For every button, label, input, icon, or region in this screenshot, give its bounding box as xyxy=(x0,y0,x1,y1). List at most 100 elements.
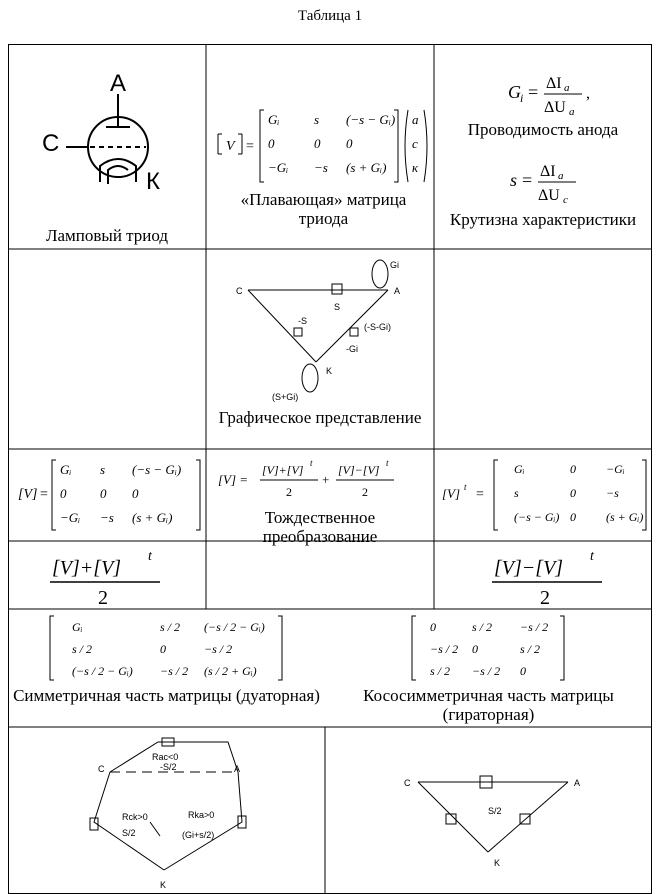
matrix-cell: 0 xyxy=(314,136,321,151)
vector-cell: a xyxy=(412,112,419,127)
graph-node-a: A xyxy=(394,286,400,296)
symmetric-caption: Симметричная часть матрицы (дуаторная) xyxy=(13,686,320,705)
cathode-label: К xyxy=(146,168,160,195)
svg-text:[V]: [V] xyxy=(442,486,460,501)
matrix-cell: (s / 2 + Gᵢ) xyxy=(204,664,257,678)
matrix-cell: −s / 2 xyxy=(430,642,459,656)
matrix-cell: 0 xyxy=(268,136,275,151)
matrix-cell: −Gᵢ xyxy=(268,160,289,175)
graph-label-s: S xyxy=(334,302,340,312)
triode-caption: Ламповый триод xyxy=(45,226,169,245)
identity-formula: [V] = [V]+[V]t 2 + [V]−[V]t 2 xyxy=(218,458,394,499)
matrix-cell: s / 2 xyxy=(430,664,451,678)
svg-text:S/2: S/2 xyxy=(122,828,136,838)
graph-label-minus-s-gi: (-S-Gi) xyxy=(364,322,391,332)
graph-label-gi: Gi xyxy=(390,260,399,270)
table-1: А С К Ламповый триод V = Gᵢ s (−s − Gᵢ) 0 0 0… xyxy=(8,44,652,894)
matrix-cell: −Gᵢ xyxy=(606,462,625,476)
svg-text:[V]−[V]: [V]−[V] xyxy=(494,557,563,579)
matrix-cell: −s xyxy=(100,510,114,525)
svg-text:[V]+[V]: [V]+[V] xyxy=(52,557,121,579)
svg-text:=: = xyxy=(40,487,48,502)
matrix-cell: −s xyxy=(314,160,328,175)
conductance-caption: Проводимость анода xyxy=(467,120,619,139)
matrix-cell: Gᵢ xyxy=(268,112,280,127)
symmetric-matrix: Gᵢ s / 2 (−s / 2 − Gᵢ) s / 2 0 −s / 2 (−s / 2 … xyxy=(48,614,288,684)
matrix-cell: (−s / 2 − Gᵢ) xyxy=(72,664,133,678)
matrix-cell: s / 2 xyxy=(160,620,181,634)
gyrator-graph: C A K S/2 xyxy=(404,775,580,868)
matrix-cell: 0 xyxy=(60,486,67,501)
svg-text:+: + xyxy=(322,472,329,487)
svg-text:i: i xyxy=(520,91,523,105)
graph-label-minus-gi: -Gi xyxy=(346,344,358,354)
svg-text:[V]−[V]: [V]−[V] xyxy=(338,463,380,477)
graph-caption: Графическое представление xyxy=(218,408,422,427)
svg-text:V: V xyxy=(226,139,236,154)
svg-text:t: t xyxy=(386,458,389,468)
matrix-cell: −s / 2 xyxy=(472,664,501,678)
svg-text:a: a xyxy=(564,82,570,94)
matrix-cell: s / 2 xyxy=(72,642,93,656)
matrix-cell: 0 xyxy=(430,620,436,634)
matrix-cell: 0 xyxy=(160,642,166,656)
svg-text:K: K xyxy=(160,880,166,890)
matrix-cell: (−s − Gᵢ) xyxy=(346,112,396,127)
svg-text:A: A xyxy=(234,764,240,774)
svg-text:=: = xyxy=(528,82,538,102)
grid-label: С xyxy=(42,130,60,157)
anode-label: А xyxy=(110,70,127,97)
svg-text:C: C xyxy=(404,778,411,788)
svg-text:2: 2 xyxy=(286,485,292,499)
matrix-cell: (−s − Gᵢ) xyxy=(514,510,560,524)
svg-text:s: s xyxy=(510,170,517,190)
matrix-cell: (s + Gᵢ) xyxy=(606,510,644,524)
dual-graph: C A K Rac<0 -S/2 Rck>0 S/2 Rka>0 (Gi+s/2… xyxy=(89,737,247,890)
matrix-cell: (−s / 2 − Gᵢ) xyxy=(204,620,265,634)
svg-text:,: , xyxy=(586,85,590,102)
matrix-cell: 0 xyxy=(346,136,353,151)
matrix-cell: −Gᵢ xyxy=(60,510,81,525)
matrix-cell: (s + Gᵢ) xyxy=(346,160,387,175)
triode-symbol xyxy=(66,94,149,184)
svg-text:t: t xyxy=(310,458,313,468)
matrix-cell: −s / 2 xyxy=(160,664,189,678)
matrix-cell: 0 xyxy=(520,664,526,678)
matrix-cell: Gᵢ xyxy=(514,462,525,476)
matrix-cell: s xyxy=(514,486,519,500)
graph-label-s-gi: (S+Gi) xyxy=(272,392,298,402)
matrix-cell: 0 xyxy=(472,642,478,656)
svg-text:=: = xyxy=(522,170,532,190)
svg-text:2: 2 xyxy=(540,587,550,608)
matrix-cell: (−s − Gᵢ) xyxy=(132,462,182,477)
graph-node-c: C xyxy=(236,286,243,296)
matrix-cell: s / 2 xyxy=(520,642,541,656)
svg-text:ΔI: ΔI xyxy=(540,163,556,180)
svg-text:a: a xyxy=(569,106,575,118)
matrix-cell: s xyxy=(100,462,106,477)
svg-text:a: a xyxy=(558,170,564,182)
matrix-cell: −s xyxy=(606,486,619,500)
skew-caption: Кососимметричная часть матрицы (гираторн… xyxy=(363,686,614,724)
floating-matrix-caption: «Плавающая» матрица триода xyxy=(240,190,407,228)
matrix-cell: −s / 2 xyxy=(520,620,549,634)
svg-text:-S/2: -S/2 xyxy=(160,762,177,772)
svg-text:Rac<0: Rac<0 xyxy=(152,752,178,762)
transconductance-caption: Крутизна характеристики xyxy=(449,210,637,229)
svg-text:t: t xyxy=(148,549,153,564)
matrix-cell: s xyxy=(314,112,320,127)
matrix-cell: (s + Gᵢ) xyxy=(132,510,173,525)
matrix-cell: Gᵢ xyxy=(72,620,83,634)
svg-text:K: K xyxy=(494,858,500,868)
matrix-cell: 0 xyxy=(100,486,107,501)
half-diff-formula: [V]−[V]t 2 xyxy=(492,549,602,608)
svg-text:[V]+[V]: [V]+[V] xyxy=(262,463,304,477)
half-sum-formula: [V]+[V]t 2 xyxy=(50,549,160,608)
